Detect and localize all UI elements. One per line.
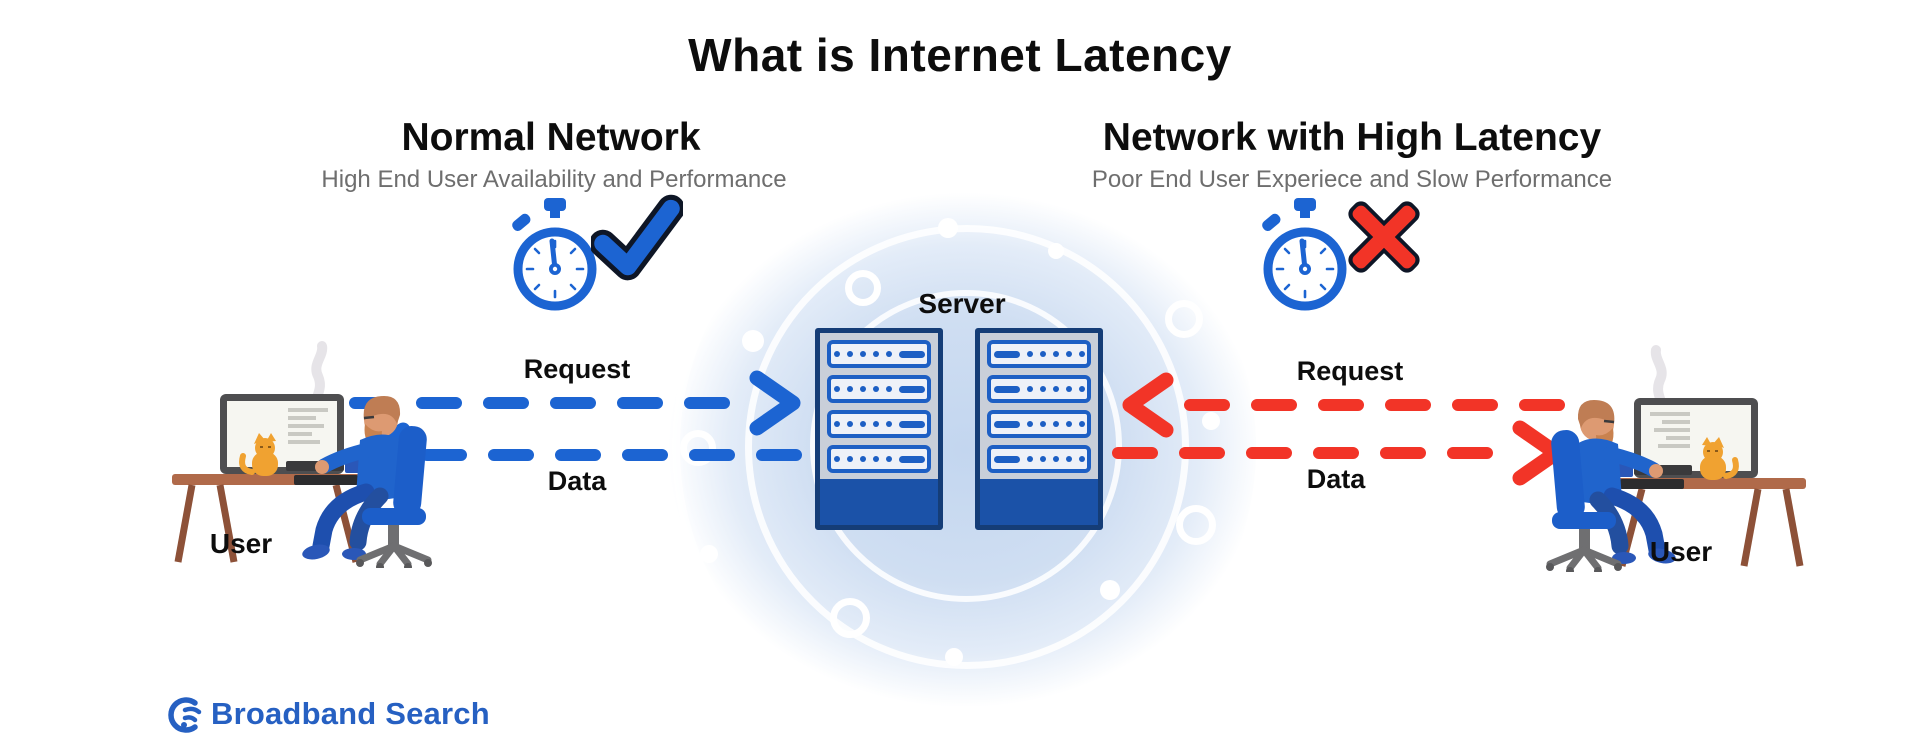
brand-logo: Broadband Search: [165, 694, 490, 734]
network-node: [938, 218, 958, 238]
network-node-outline: [830, 598, 870, 638]
server-rack-row: [827, 410, 931, 438]
network-node-outline: [1176, 505, 1216, 545]
data-label-left: Data: [547, 466, 607, 496]
page-title: What is Internet Latency: [688, 29, 1232, 81]
brand-name: Broadband Search: [211, 696, 490, 731]
cat-icon: [239, 433, 278, 476]
server-rack-row: [827, 375, 931, 403]
user-illustration-left: [172, 341, 432, 568]
normal-status-icon: [505, 194, 683, 312]
network-node: [945, 648, 963, 666]
office-chair: [356, 426, 432, 568]
stopwatch-icon: [512, 198, 597, 311]
data-label-right: Data: [1306, 464, 1366, 494]
server-rack-row: [987, 445, 1091, 473]
x-mark-icon: [1348, 201, 1420, 273]
server-rack-row: [987, 375, 1091, 403]
network-ring-outer: [672, 152, 1264, 740]
network-node: [1048, 243, 1064, 259]
request-arrow-to-server-red: [1122, 372, 1576, 438]
server-label: Server: [918, 288, 1006, 319]
cat-icon: [1700, 437, 1739, 480]
normal-network-subtitle: High End User Availability and Performan…: [321, 166, 787, 193]
server-rack-row: [827, 340, 931, 368]
network-node-outline: [680, 430, 716, 466]
checkmark-icon: [591, 194, 683, 281]
server-rack-row: [987, 410, 1091, 438]
request-label-left: Request: [523, 354, 631, 384]
server-rack-row: [987, 340, 1091, 368]
latency-status-icon: [1255, 196, 1427, 312]
network-node: [742, 330, 764, 352]
request-label-right: Request: [1296, 356, 1404, 386]
normal-network-heading: Normal Network: [401, 116, 701, 159]
high-latency-heading: Network with High Latency: [1102, 116, 1602, 159]
user-label-right: User: [1649, 536, 1713, 567]
user-illustration-right: [1546, 345, 1806, 572]
network-node: [1100, 580, 1120, 600]
office-chair: [1546, 430, 1622, 572]
network-node-outline: [1165, 300, 1203, 338]
server-rack-left: [815, 328, 943, 530]
network-ring-inner: [810, 290, 1122, 602]
wifi-logo-icon: [168, 697, 202, 733]
user-label-left: User: [209, 528, 273, 559]
request-arrow-to-server-blue: [349, 370, 801, 436]
stopwatch-icon: [1262, 198, 1347, 311]
high-latency-subtitle: Poor End User Experiece and Slow Perform…: [1091, 166, 1613, 193]
server-rack-base: [820, 479, 938, 525]
network-node-outline: [845, 270, 881, 306]
server-racks: [815, 328, 1103, 530]
server-rack-row: [827, 445, 931, 473]
server-rack-base: [980, 479, 1098, 525]
network-node: [700, 545, 718, 563]
network-node: [1202, 412, 1220, 430]
server-rack-right: [975, 328, 1103, 530]
